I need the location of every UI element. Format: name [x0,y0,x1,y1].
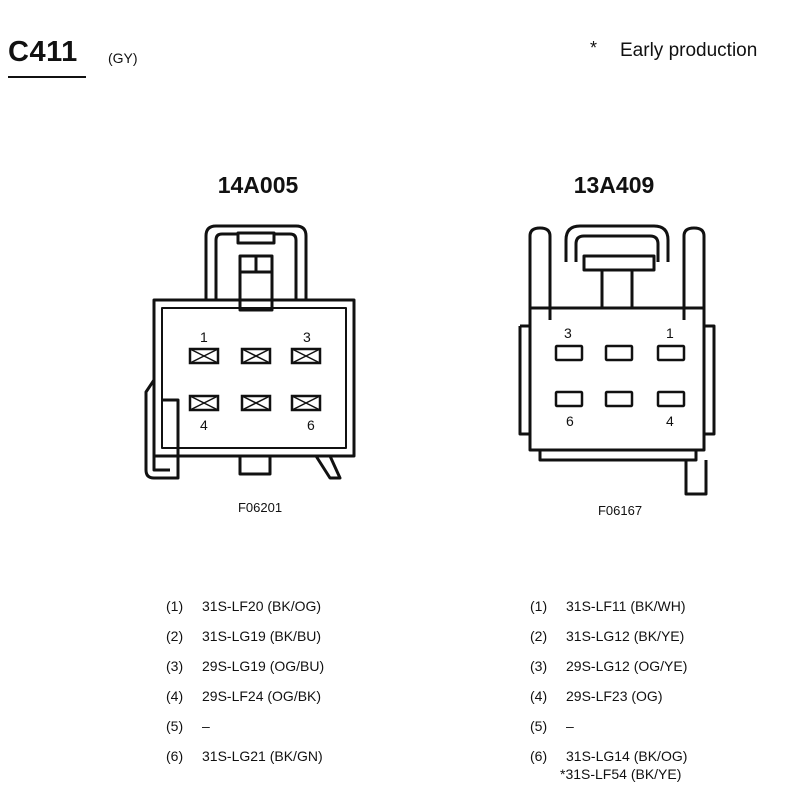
pin-number: (6) [166,748,184,764]
pin-circuit: 31S-LF11 (BK/WH) [566,598,686,614]
connector-title: C411 [8,36,78,68]
pin-circuit: 31S-LG12 (BK/YE) [566,628,685,644]
pin-number: (3) [166,658,184,674]
pin-number: (2) [530,628,548,644]
pin-circuit: 31S-LG14 (BK/OG) [566,748,688,764]
pin-circuit: 29S-LF24 (OG/BK) [202,688,322,704]
connector-1-figure-id: F06201 [237,500,283,515]
pin-circuit: 31S-LF20 (BK/OG) [202,598,322,614]
pin-number: (1) [166,598,184,614]
connector-1-pin-label: 4 [200,417,208,433]
pin-number: (4) [530,688,548,704]
connector-2-pin-label: 6 [566,413,574,429]
title-underline [8,76,86,78]
note-marker: * [590,38,598,58]
pin-circuit: 29S-LG12 (OG/YE) [566,658,688,674]
pin-number: (5) [530,718,548,734]
pin-number: (1) [530,598,548,614]
pin-circuit: 31S-LG21 (BK/GN) [202,748,323,764]
connector-2-pin-label: 3 [564,325,572,341]
pin-circuit: 31S-LG19 (BK/BU) [202,628,322,644]
pin-number: (2) [166,628,184,644]
pin-circuit: – [566,718,574,734]
note-text: Early production [620,40,758,61]
connector-2-part-number: 13A409 [573,172,655,198]
connector-1-part-number: 14A005 [217,172,299,198]
connector-2-pin-label: 4 [666,413,674,429]
connector-1-pin-label: 6 [307,417,315,433]
connector-1-pin-label: 3 [303,329,311,345]
pin-circuit-early-production: *31S-LF54 (BK/YE) [560,766,682,782]
connector-2-figure-id: F06167 [597,503,643,518]
pin-circuit: – [202,718,210,734]
pin-number: (3) [530,658,548,674]
connector-2-pin-label: 1 [666,325,674,341]
connector-color-code: (GY) [108,50,138,66]
pin-circuit: 29S-LG19 (OG/BU) [202,658,325,674]
pin-number: (5) [166,718,184,734]
connector-1-pin-label: 1 [200,329,208,345]
pin-number: (6) [530,748,548,764]
pin-circuit: 29S-LF23 (OG) [566,688,663,704]
pin-number: (4) [166,688,184,704]
